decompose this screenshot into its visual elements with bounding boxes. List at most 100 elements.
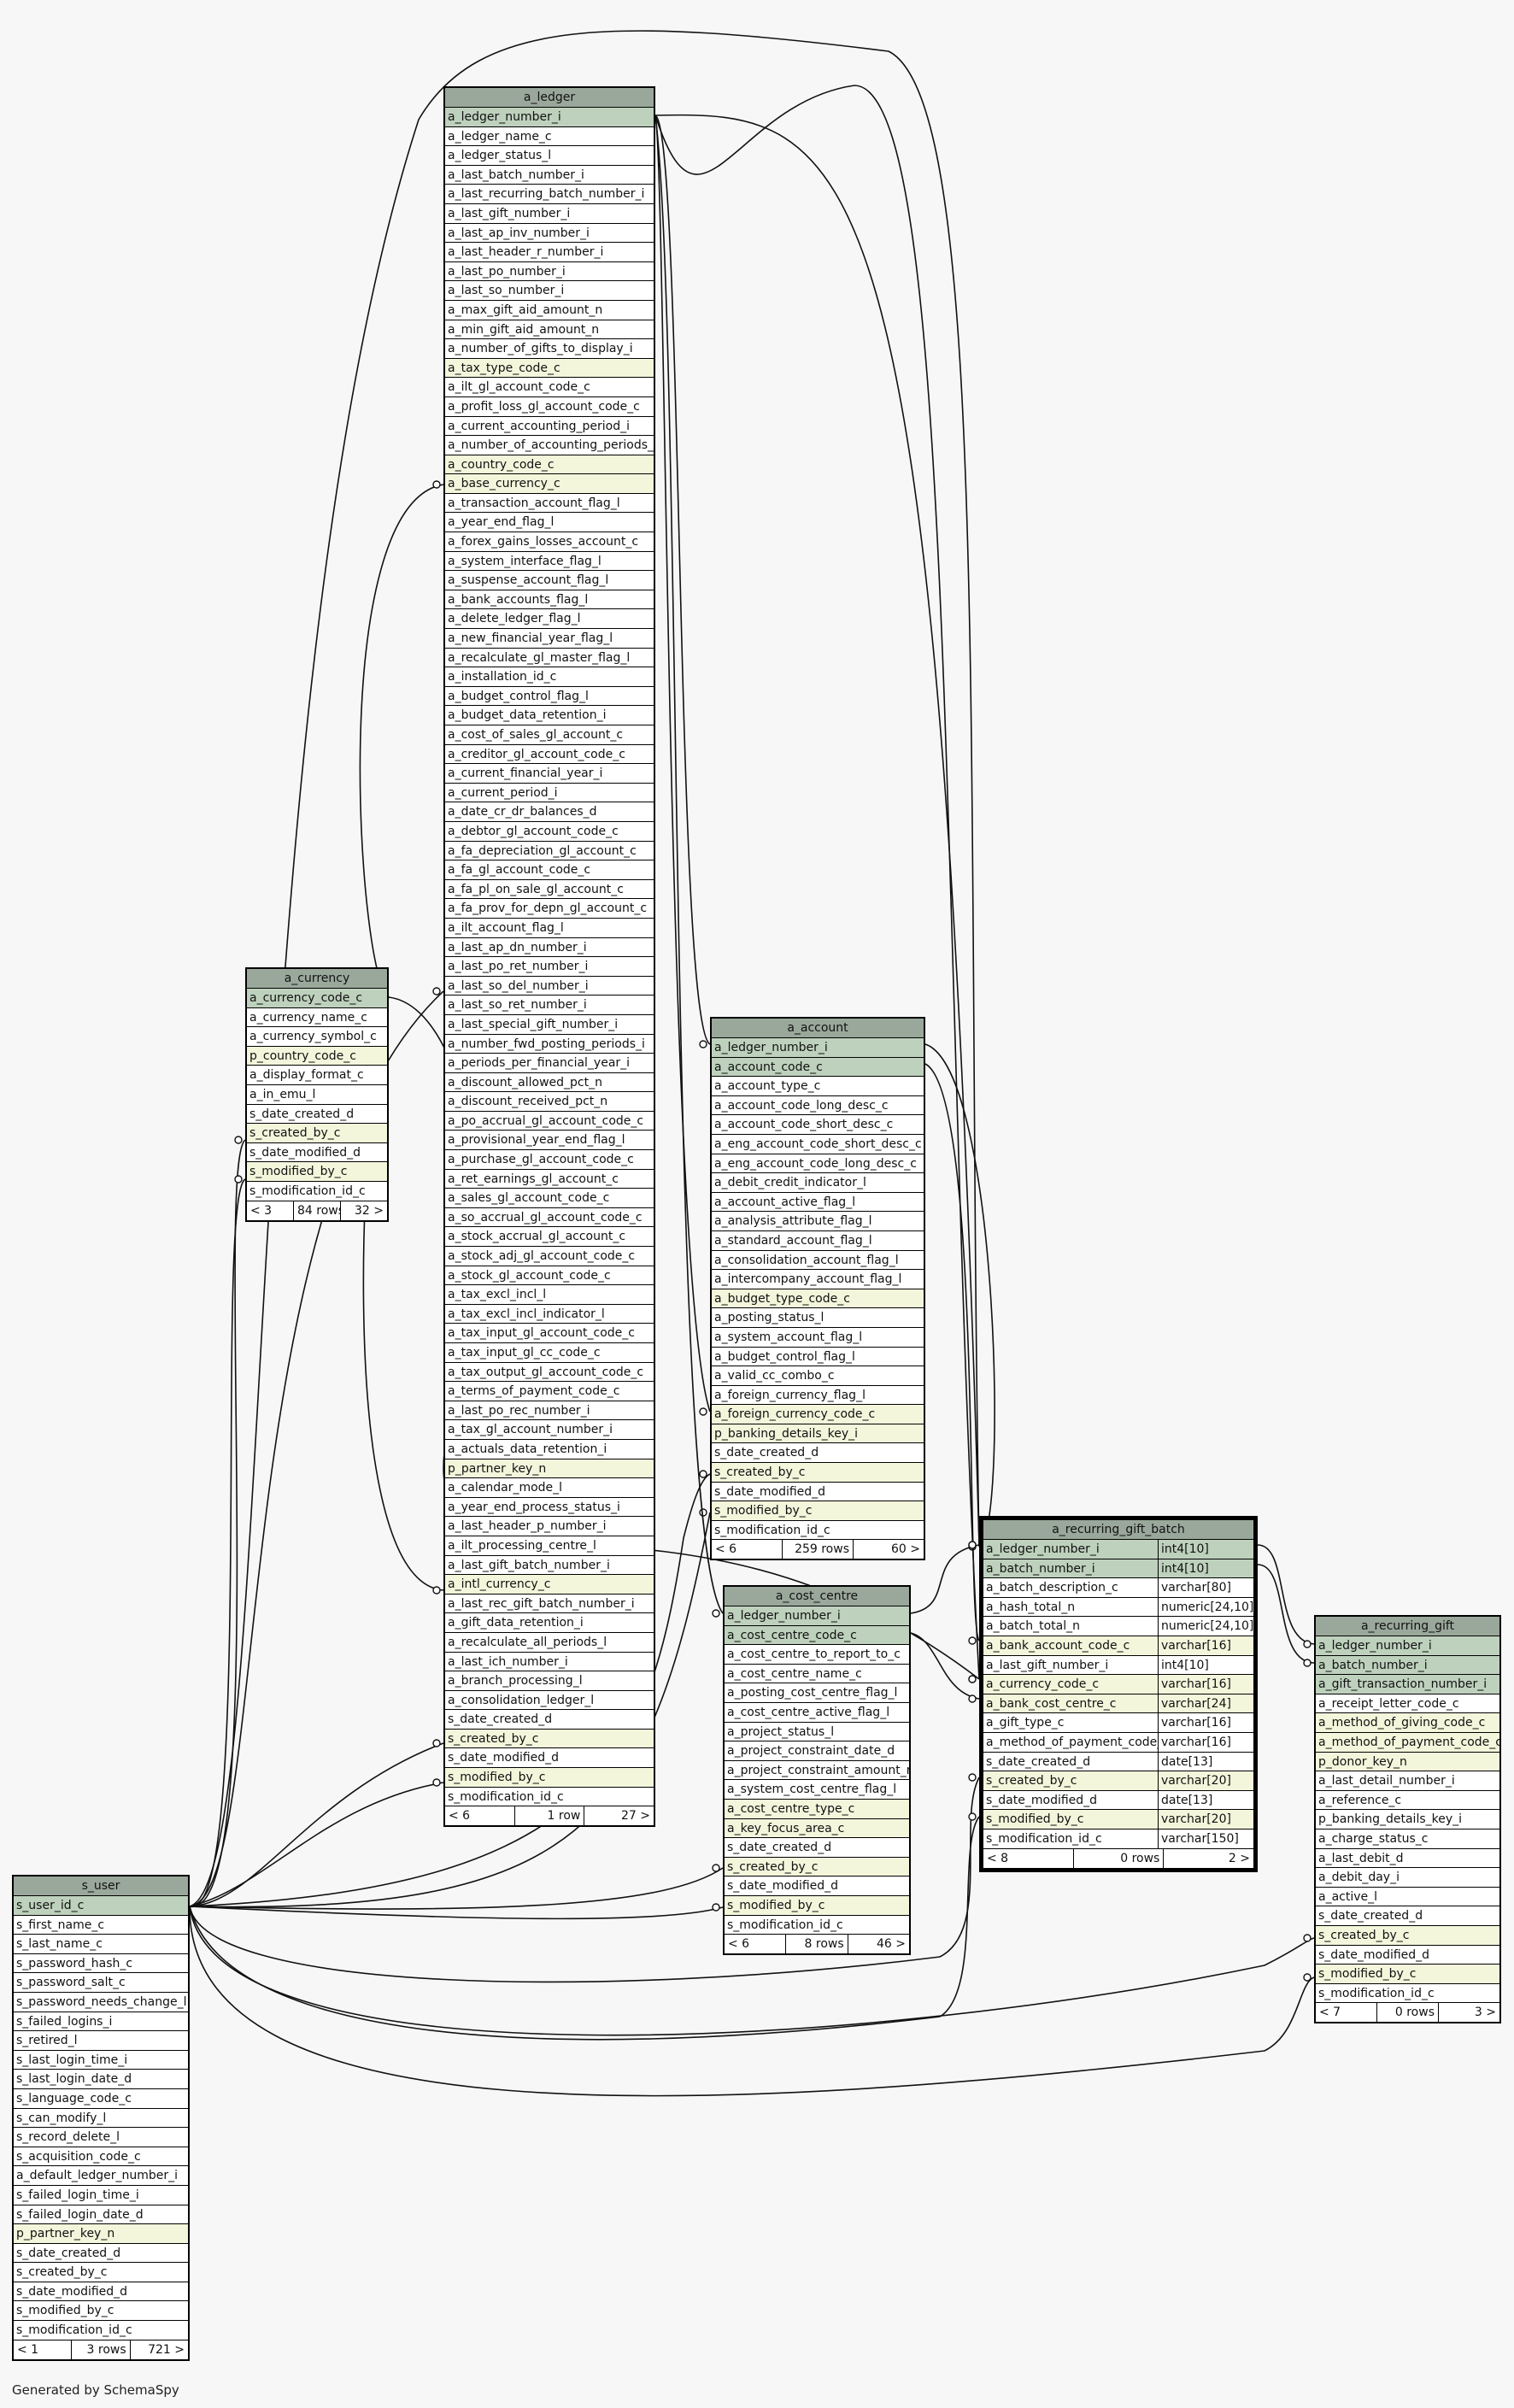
column-row[interactable]: s_modified_by_c xyxy=(247,1162,387,1182)
column-row[interactable]: s_can_modify_l xyxy=(14,2108,188,2129)
column-row[interactable]: s_retired_l xyxy=(14,2031,188,2051)
column-row[interactable]: a_ledger_name_c xyxy=(445,126,654,147)
column-row[interactable]: a_ledger_number_i xyxy=(712,1038,924,1058)
column-row[interactable]: s_date_created_d xyxy=(725,1838,909,1858)
column-row[interactable]: s_date_created_d xyxy=(445,1710,654,1730)
column-row[interactable]: s_date_created_d xyxy=(712,1443,924,1464)
column-row[interactable]: a_project_constraint_date_d xyxy=(725,1741,909,1761)
column-row[interactable]: a_fa_pl_on_sale_gl_account_c xyxy=(445,879,654,900)
column-row[interactable]: a_last_gift_batch_number_i xyxy=(445,1555,654,1576)
column-row[interactable]: s_first_name_c xyxy=(14,1915,188,1935)
column-row[interactable]: a_eng_account_code_short_desc_c xyxy=(712,1134,924,1154)
column-row[interactable]: a_last_recurring_batch_number_i xyxy=(445,185,654,204)
column-row[interactable]: a_fa_prov_for_depn_gl_account_c xyxy=(445,899,654,919)
column-row[interactable]: s_last_login_time_i xyxy=(14,2050,188,2070)
column-row[interactable]: a_account_active_flag_l xyxy=(712,1192,924,1213)
column-row[interactable]: a_last_special_gift_number_i xyxy=(445,1014,654,1035)
column-row[interactable]: a_last_gift_number_i xyxy=(445,203,654,224)
column-row[interactable]: a_calendar_mode_l xyxy=(445,1478,654,1498)
column-row[interactable]: a_key_focus_area_c xyxy=(725,1818,909,1839)
column-row[interactable]: a_year_end_process_status_i xyxy=(445,1497,654,1518)
column-row[interactable]: a_display_format_c xyxy=(247,1066,387,1085)
column-row[interactable]: s_acquisition_code_c xyxy=(14,2147,188,2167)
column-row[interactable]: s_last_name_c xyxy=(14,1935,188,1954)
column-row[interactable]: a_cost_centre_to_report_to_c xyxy=(725,1645,909,1665)
column-row[interactable]: a_system_account_flag_l xyxy=(712,1327,924,1348)
column-row[interactable]: a_account_code_c xyxy=(712,1057,924,1078)
column-row[interactable]: a_number_fwd_posting_periods_i xyxy=(445,1034,654,1054)
column-row[interactable]: a_account_code_long_desc_c xyxy=(712,1095,924,1116)
column-row[interactable]: a_recalculate_gl_master_flag_l xyxy=(445,648,654,668)
column-row[interactable]: a_date_cr_dr_balances_d xyxy=(445,802,654,822)
column-row[interactable]: a_last_ich_number_i xyxy=(445,1652,654,1672)
column-row[interactable]: a_cost_centre_active_flag_l xyxy=(725,1702,909,1723)
column-row[interactable]: a_ret_earnings_gl_account_c xyxy=(445,1169,654,1189)
column-row[interactable]: a_last_po_ret_number_i xyxy=(445,957,654,977)
column-row[interactable]: a_number_of_gifts_to_display_i xyxy=(445,339,654,359)
column-row[interactable]: a_last_ap_inv_number_i xyxy=(445,223,654,244)
column-row[interactable]: a_ledger_number_i xyxy=(725,1606,909,1626)
column-row[interactable]: a_last_batch_number_i xyxy=(445,165,654,185)
column-row[interactable]: a_gift_data_retention_i xyxy=(445,1613,654,1633)
column-row[interactable]: a_current_financial_year_i xyxy=(445,764,654,784)
column-row[interactable]: a_account_type_c xyxy=(712,1077,924,1096)
column-row[interactable]: a_actuals_data_retention_i xyxy=(445,1439,654,1459)
column-row[interactable]: s_date_modified_d xyxy=(1316,1945,1499,1965)
column-row[interactable]: a_consolidation_account_flag_l xyxy=(712,1250,924,1271)
column-row[interactable]: s_failed_login_time_i xyxy=(14,2185,188,2205)
column-row[interactable]: s_created_by_c xyxy=(712,1463,924,1483)
column-row[interactable]: a_last_so_number_i xyxy=(445,281,654,301)
column-row[interactable]: s_date_created_d xyxy=(247,1104,387,1125)
column-row[interactable]: a_fa_depreciation_gl_account_c xyxy=(445,841,654,861)
column-row[interactable]: a_currency_symbol_c xyxy=(247,1027,387,1047)
column-row[interactable]: a_profit_loss_gl_account_code_c xyxy=(445,396,654,417)
column-row[interactable]: a_year_end_flag_l xyxy=(445,513,654,533)
column-row[interactable]: s_password_hash_c xyxy=(14,1953,188,1974)
column-row[interactable]: a_budget_type_code_c xyxy=(712,1289,924,1309)
column-row[interactable]: a_ilt_account_flag_l xyxy=(445,918,654,938)
column-row[interactable]: a_project_status_l xyxy=(725,1722,909,1742)
column-row[interactable]: s_password_needs_change_l xyxy=(14,1992,188,2012)
column-row[interactable]: a_last_header_p_number_i xyxy=(445,1517,654,1536)
column-row[interactable]: s_last_login_date_d xyxy=(14,2070,188,2089)
column-row[interactable]: a_reference_c xyxy=(1316,1790,1499,1811)
column-row[interactable]: p_partner_key_n xyxy=(14,2224,188,2244)
column-row[interactable]: a_debit_credit_indicator_l xyxy=(712,1173,924,1193)
column-row[interactable]: a_active_l xyxy=(1316,1887,1499,1907)
column-row[interactable]: p_partner_key_n xyxy=(445,1459,654,1479)
column-row[interactable]: a_periods_per_financial_year_i xyxy=(445,1054,654,1073)
column-row[interactable]: a_debtor_gl_account_code_c xyxy=(445,821,654,842)
column-row[interactable]: a_currency_name_c xyxy=(247,1007,387,1028)
column-row[interactable]: a_sales_gl_account_code_c xyxy=(445,1189,654,1208)
column-row[interactable]: a_country_code_c xyxy=(445,455,654,475)
column-row[interactable]: a_tax_excl_incl_indicator_l xyxy=(445,1304,654,1324)
column-row[interactable]: a_po_accrual_gl_account_code_c xyxy=(445,1111,654,1131)
column-row[interactable]: a_suspense_account_flag_l xyxy=(445,571,654,590)
column-row[interactable]: a_consolidation_ledger_l xyxy=(445,1690,654,1711)
column-row[interactable]: a_method_of_giving_code_c xyxy=(1316,1713,1499,1733)
column-row[interactable]: a_current_period_i xyxy=(445,783,654,803)
column-row[interactable]: a_discount_received_pct_n xyxy=(445,1092,654,1112)
column-row[interactable]: s_date_modified_d xyxy=(247,1142,387,1163)
column-row[interactable]: s_failed_logins_i xyxy=(14,2012,188,2032)
column-row[interactable]: a_ledger_status_l xyxy=(445,146,654,166)
column-row[interactable]: a_budget_control_flag_l xyxy=(712,1347,924,1367)
column-row[interactable]: a_tax_gl_account_number_i xyxy=(445,1420,654,1440)
column-row[interactable]: a_tax_input_gl_account_code_c xyxy=(445,1324,654,1343)
column-row[interactable]: a_tax_excl_incl_l xyxy=(445,1285,654,1305)
column-row[interactable]: a_so_accrual_gl_account_code_c xyxy=(445,1207,654,1228)
column-row[interactable]: a_cost_centre_code_c xyxy=(725,1625,909,1646)
column-row[interactable]: s_date_modified_d xyxy=(445,1748,654,1769)
column-row[interactable]: a_stock_gl_account_code_c xyxy=(445,1266,654,1286)
column-row[interactable]: a_installation_id_c xyxy=(445,667,654,687)
column-row[interactable]: a_last_debit_d xyxy=(1316,1848,1499,1869)
